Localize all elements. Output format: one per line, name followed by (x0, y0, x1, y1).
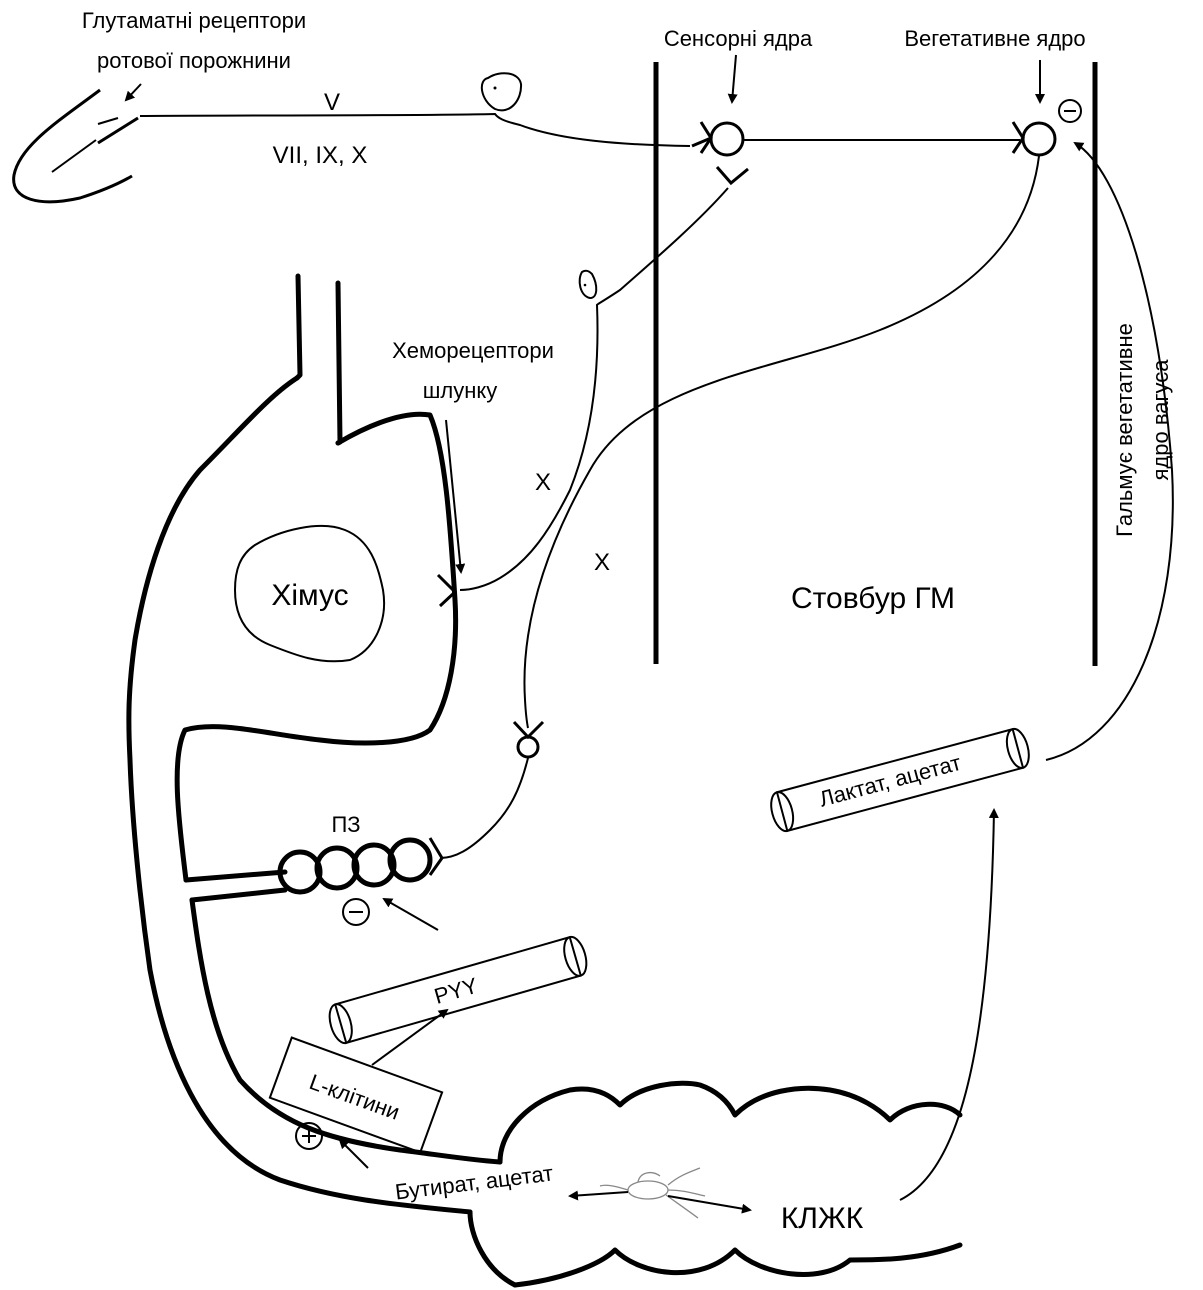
pancreas-minus-badge (343, 899, 369, 925)
cranial-nerve-path (140, 114, 690, 146)
vegetative-nucleus-neuron (1013, 60, 1081, 155)
upper-ganglion (482, 73, 521, 110)
oral-receptors-label-line2: ротової порожнини (97, 48, 291, 73)
sensory-nucleus-neuron (692, 55, 1020, 183)
stomach-ganglion (580, 271, 597, 298)
sensory-nuclei-label: Сенсорні ядра (664, 26, 813, 51)
vagal-efferent-fiber (524, 156, 1039, 728)
sensory-nucleus-arrow (732, 55, 736, 102)
pancreas-label: ПЗ (331, 812, 360, 837)
inhibitory-nucleus-label-line2: ядро вагуса (1148, 359, 1173, 481)
nerve-v-label: V (324, 89, 340, 116)
pyy-inhibit-arrow (384, 899, 438, 930)
oral-cavity (14, 84, 141, 202)
oral-receptor-arrow (126, 84, 141, 100)
bacterium-to-scfa-arrow (668, 1196, 750, 1210)
scfa-label: КЛЖК (781, 1202, 864, 1235)
oral-receptors-label-line1: Глутаматні рецептори (82, 8, 306, 33)
inhibitory-nucleus-label-line1: Гальмує вегетативне (1112, 323, 1137, 537)
scfa-to-lactate-arrow (900, 810, 994, 1200)
l-cells-to-pyy-arrow (372, 1010, 447, 1065)
vagal-afferent-fiber (460, 188, 728, 590)
vegetative-nucleus-label: Вегетативне ядро (904, 26, 1085, 51)
chyme-label: Хімус (271, 579, 348, 612)
gastric-chemoreceptors-label-line2: шлунку (423, 378, 498, 403)
nerves-vii-ix-x-label: VII, IX, X (273, 142, 368, 169)
pyy-label: PYY (431, 973, 481, 1009)
butyrate-acetate-label: Бутират, ацетат (394, 1160, 555, 1204)
gastric-chemoreceptors-label-line1: Хеморецептори (392, 338, 554, 363)
bacterium-to-butyrate-arrow (570, 1192, 628, 1196)
nerve-x-lower-label: X (594, 549, 610, 576)
nerve-x-upper-label: X (535, 469, 551, 496)
pancreas (280, 840, 430, 892)
brainstem-label: Стовбур ГМ (791, 582, 955, 615)
